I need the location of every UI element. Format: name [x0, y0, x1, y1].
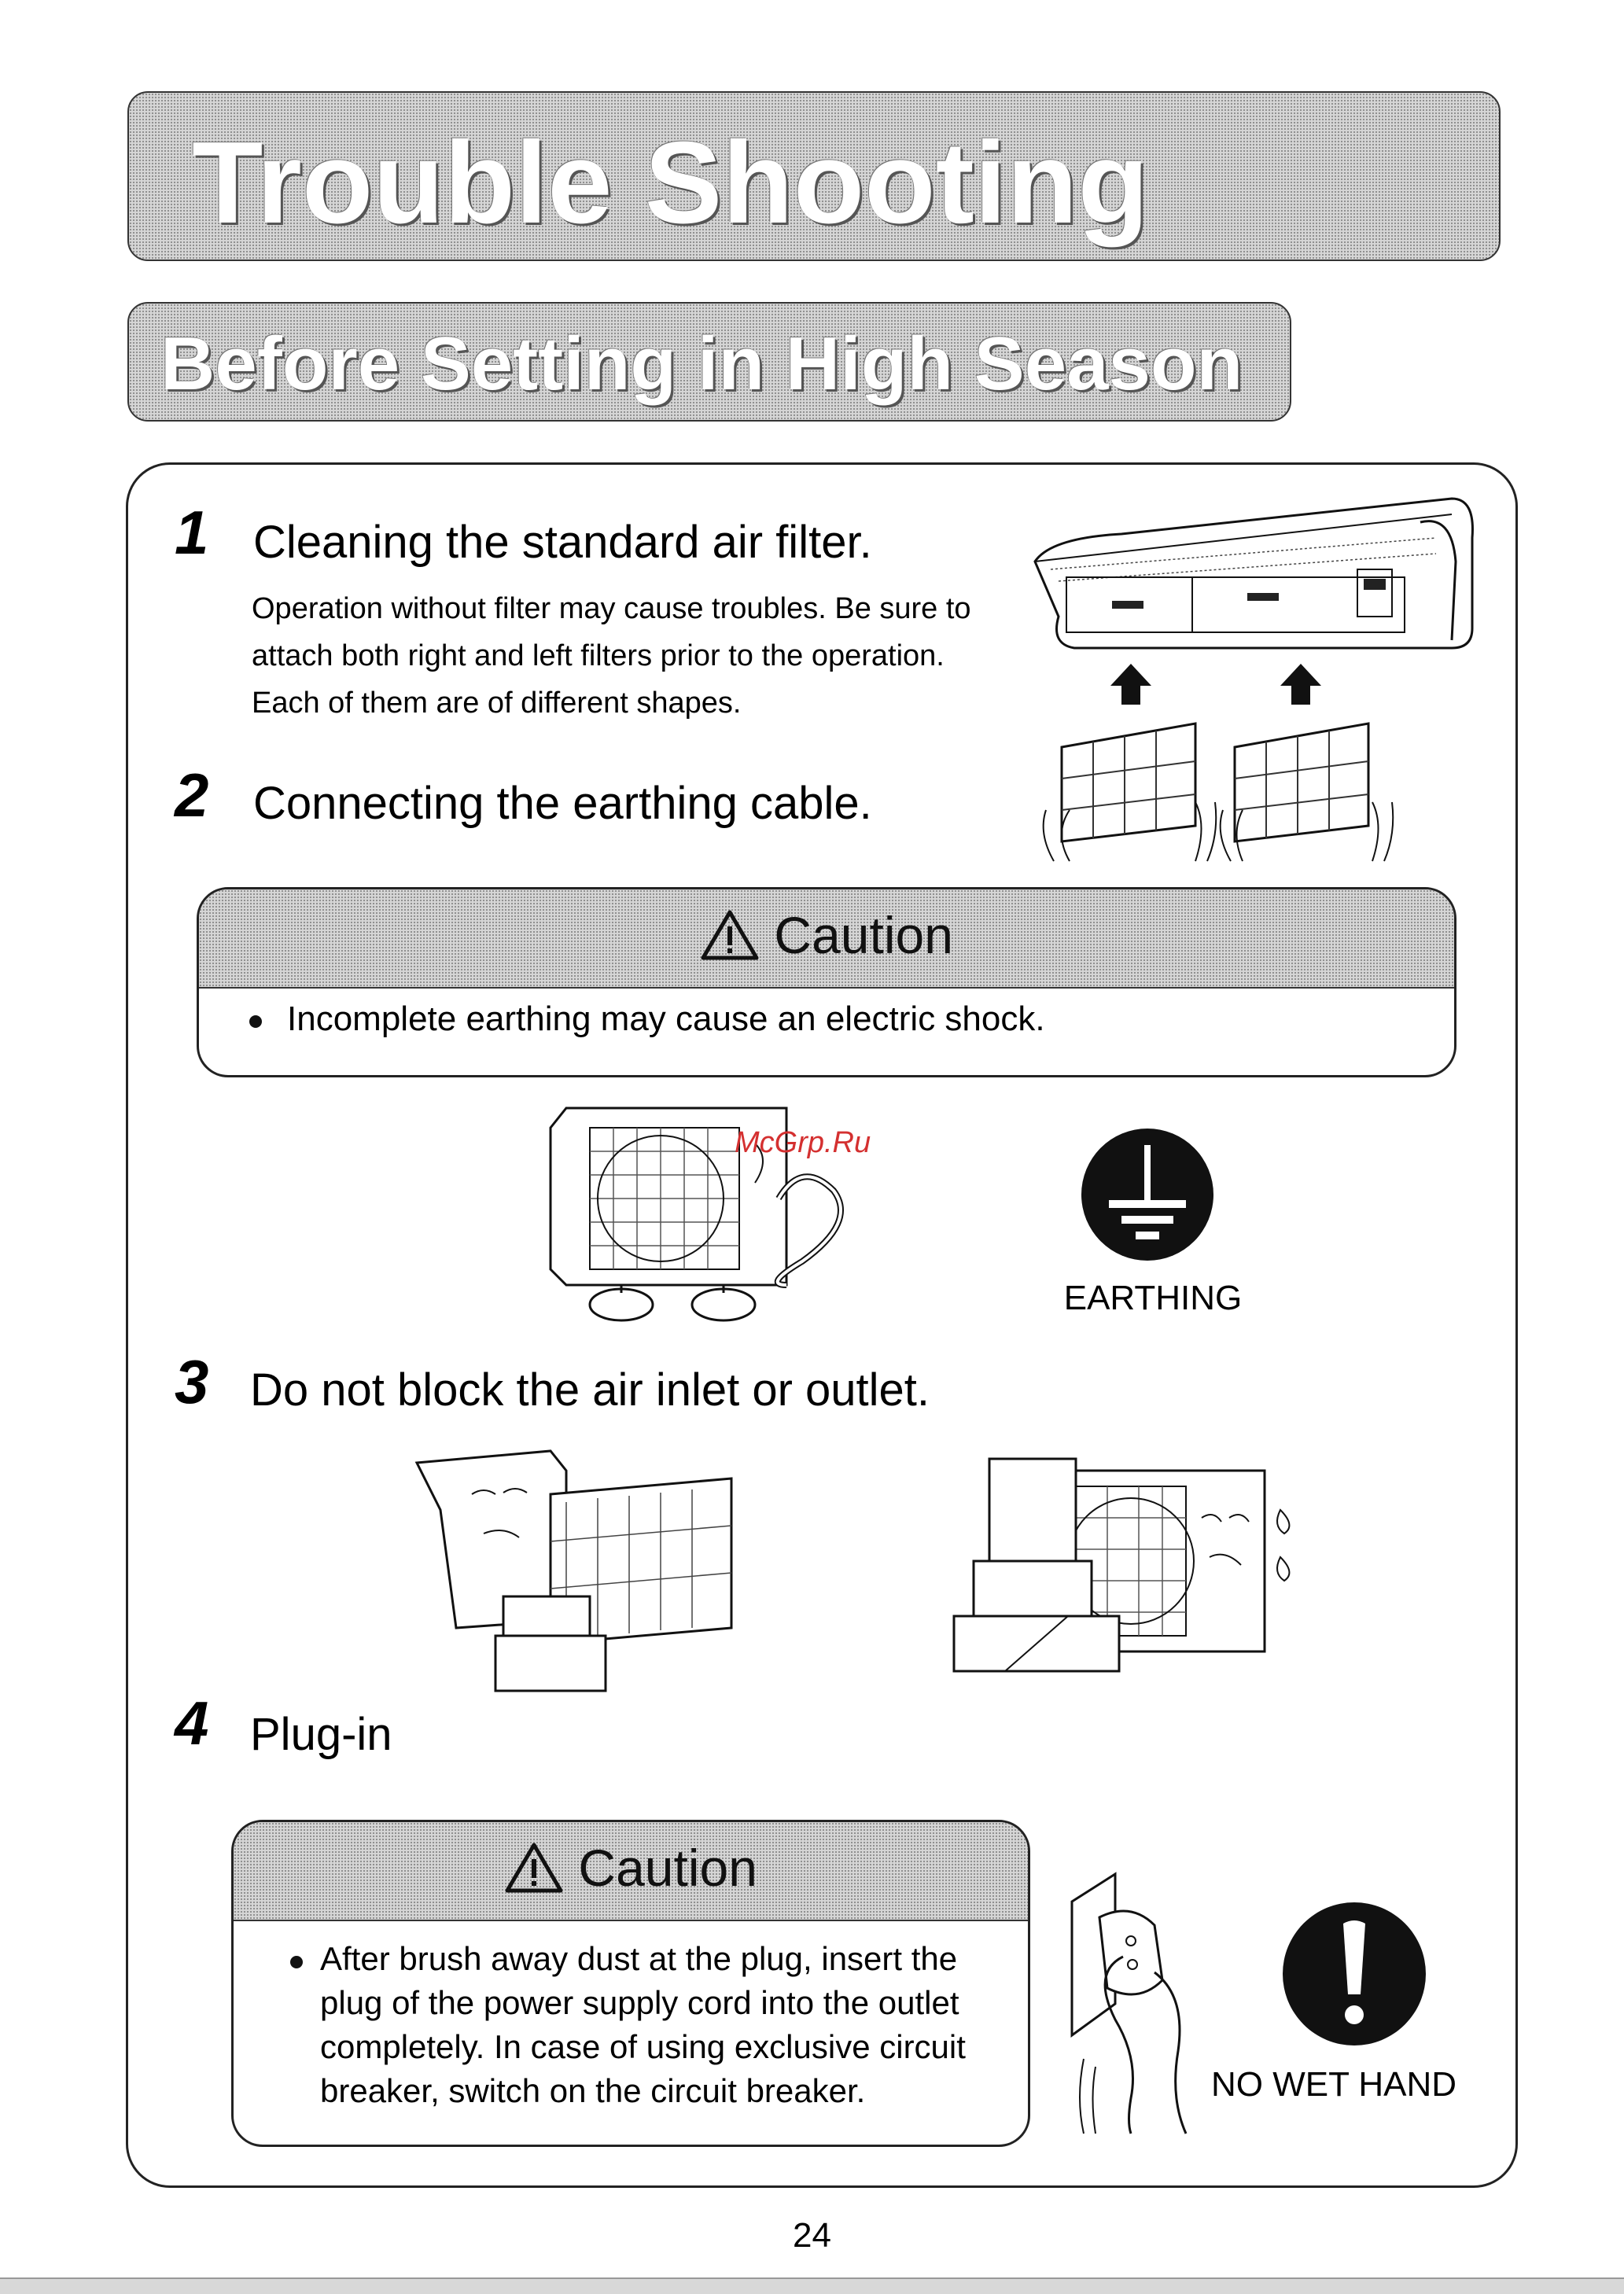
subtitle-banner: Before Setting in High Season: [127, 302, 1291, 422]
earth-ground-icon: [1081, 1129, 1213, 1261]
air-filter-left-illustration: [1042, 722, 1217, 862]
caution-box-plug: Caution After brush away dust at the plu…: [231, 1820, 1030, 2147]
caution-box-earthing: Caution Incomplete earthing may cause an…: [197, 887, 1456, 1077]
page-title: Trouble Shooting: [192, 118, 1149, 248]
step-4-heading: Plug-in: [250, 1709, 392, 1760]
step-3-number: 3: [175, 1347, 209, 1416]
air-filter-right-illustration: [1219, 722, 1394, 862]
caution-bullet-text: Incomplete earthing may cause an electri…: [287, 1000, 1045, 1038]
indoor-unit-illustration: [1033, 497, 1474, 650]
warning-triangle-icon: [701, 910, 759, 960]
step-2-heading: Connecting the earthing cable.: [253, 778, 872, 829]
bottom-edge: [0, 2277, 1624, 2294]
exclamation-icon: [1283, 1902, 1426, 2045]
step-1-body: Operation without filter may cause troub…: [252, 592, 971, 720]
caution-title: Caution: [578, 1839, 757, 1897]
page-subtitle: Before Setting in High Season: [160, 322, 1243, 406]
warning-triangle-icon: [505, 1843, 563, 1893]
arrow-up-icon: [1110, 664, 1151, 705]
blocked-unit-shelf-illustration: [414, 1449, 733, 1692]
caution-title: Caution: [774, 906, 953, 964]
content-panel: [126, 462, 1518, 2188]
caution-header: Caution: [199, 889, 1454, 989]
earthing-label: EARTHING: [1063, 1279, 1243, 1317]
caution-header: Caution: [234, 1822, 1028, 1921]
step-4-number: 4: [175, 1688, 209, 1758]
step-1-heading: Cleaning the standard air filter.: [253, 517, 872, 568]
step-3-heading: Do not block the air inlet or outlet.: [250, 1364, 930, 1416]
outdoor-unit-earthing-illustration: [549, 1106, 844, 1322]
page-number: 24: [793, 2216, 831, 2255]
title-banner: Trouble Shooting: [127, 91, 1501, 261]
plug-outlet-illustration: [1070, 1872, 1188, 2134]
arrow-up-icon: [1280, 664, 1321, 705]
no-wet-hand-label: NO WET HAND: [1211, 2065, 1457, 2104]
caution-bullet-dot: [249, 1015, 262, 1028]
caution-bullet-dot: [290, 1956, 303, 1968]
blocked-unit-boxes-illustration: [952, 1457, 1291, 1673]
watermark: McGrp.Ru: [735, 1126, 871, 1159]
caution-bullet-text: After brush away dust at the plug, inser…: [320, 1940, 966, 2109]
step-1-number: 1: [175, 498, 209, 567]
step-2-number: 2: [175, 760, 209, 830]
